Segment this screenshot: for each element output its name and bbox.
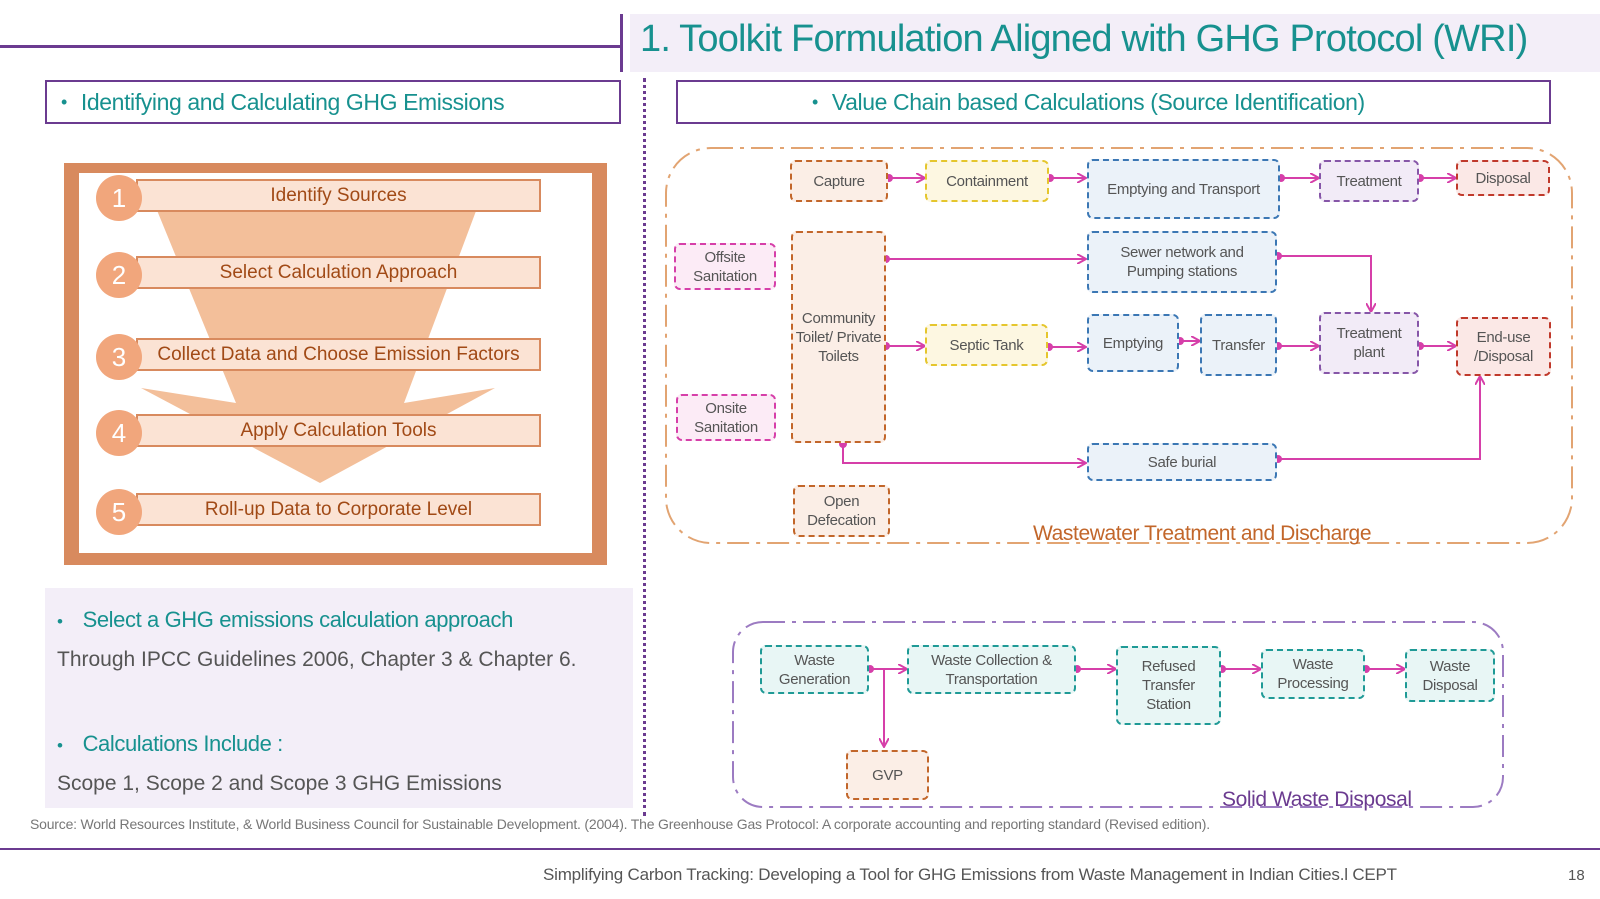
page-title: 1. Toolkit Formulation Aligned with GHG … bbox=[640, 18, 1528, 60]
step-number: 3 bbox=[96, 334, 142, 380]
step-5: Roll-up Data to Corporate Level 5 bbox=[96, 489, 546, 535]
bullet-icon: • bbox=[57, 612, 63, 631]
step-number: 4 bbox=[96, 410, 142, 456]
node-refused-transfer-station: Refused Transfer Station bbox=[1116, 646, 1221, 725]
wastewater-boundary bbox=[665, 147, 1573, 544]
title-band bbox=[630, 14, 1600, 72]
left-section-title: Identifying and Calculating GHG Emission… bbox=[80, 88, 505, 115]
node-gvp: GVP bbox=[846, 750, 929, 800]
step-number: 2 bbox=[96, 252, 142, 298]
step-label: Select Calculation Approach bbox=[136, 256, 541, 289]
step-4: Apply Calculation Tools 4 bbox=[96, 410, 546, 456]
right-section-header: • Value Chain based Calculations (Source… bbox=[676, 80, 1551, 124]
solid-waste-boundary bbox=[732, 621, 1504, 808]
node-enduse-disposal: End-use /Disposal bbox=[1456, 317, 1551, 376]
node-treatment-plant: Treatment plant bbox=[1319, 312, 1419, 374]
node-community-toilet: Community Toilet/ Private Toilets bbox=[791, 231, 886, 443]
step-label: Apply Calculation Tools bbox=[136, 414, 541, 447]
node-emptying-transport: Emptying and Transport bbox=[1087, 159, 1280, 219]
node-sewer-network: Sewer network and Pumping stations bbox=[1087, 231, 1277, 293]
node-waste-disposal: Waste Disposal bbox=[1405, 649, 1495, 702]
node-emptying: Emptying bbox=[1087, 314, 1179, 372]
title-rule-vertical bbox=[620, 14, 623, 72]
step-1: Identify Sources 1 bbox=[96, 175, 546, 221]
step-number: 5 bbox=[96, 489, 142, 535]
node-onsite-sanitation: Onsite Sanitation bbox=[676, 394, 776, 441]
left-section-header: • Identifying and Calculating GHG Emissi… bbox=[45, 80, 621, 124]
solid-waste-caption: Solid Waste Disposal bbox=[1222, 788, 1412, 811]
bullet-icon: • bbox=[812, 91, 818, 112]
step-label: Identify Sources bbox=[136, 179, 541, 212]
approach-text: Through IPCC Guidelines 2006, Chapter 3 … bbox=[57, 648, 577, 671]
node-septic-tank: Septic Tank bbox=[925, 324, 1048, 366]
step-number: 1 bbox=[96, 175, 142, 221]
node-containment: Containment bbox=[925, 160, 1049, 202]
wastewater-caption: Wastewater Treatment and Discharge bbox=[1033, 522, 1372, 545]
step-label: Collect Data and Choose Emission Factors bbox=[136, 338, 541, 371]
node-offsite-sanitation: Offsite Sanitation bbox=[674, 243, 776, 290]
source-citation: Source: World Resources Institute, & Wor… bbox=[30, 816, 1210, 832]
step-2: Select Calculation Approach 2 bbox=[96, 252, 546, 298]
right-section-title: Value Chain based Calculations (Source I… bbox=[831, 88, 1365, 115]
step-3: Collect Data and Choose Emission Factors… bbox=[96, 334, 546, 380]
page-number: 18 bbox=[1568, 867, 1585, 884]
node-treatment: Treatment bbox=[1319, 160, 1419, 202]
bullet-icon: • bbox=[57, 736, 63, 755]
footer-rule bbox=[0, 848, 1600, 850]
node-open-defecation: Open Defecation bbox=[793, 485, 890, 537]
step-label: Roll-up Data to Corporate Level bbox=[136, 493, 541, 526]
node-disposal: Disposal bbox=[1456, 160, 1550, 196]
column-divider bbox=[643, 78, 646, 816]
node-transfer: Transfer bbox=[1200, 314, 1277, 376]
footer-text: Simplifying Carbon Tracking: Developing … bbox=[543, 865, 1397, 884]
approach-panel bbox=[45, 588, 633, 808]
calculations-heading: •Calculations Include : bbox=[57, 731, 283, 756]
approach-heading: •Select a GHG emissions calculation appr… bbox=[57, 607, 513, 632]
bullet-icon: • bbox=[61, 91, 67, 112]
node-waste-generation: Waste Generation bbox=[760, 645, 869, 694]
node-waste-collection: Waste Collection & Transportation bbox=[907, 645, 1076, 694]
title-rule bbox=[0, 45, 622, 48]
node-waste-processing: Waste Processing bbox=[1261, 649, 1365, 699]
node-capture: Capture bbox=[790, 160, 888, 202]
calculations-text: Scope 1, Scope 2 and Scope 3 GHG Emissio… bbox=[57, 772, 502, 795]
node-safe-burial: Safe burial bbox=[1087, 443, 1277, 481]
